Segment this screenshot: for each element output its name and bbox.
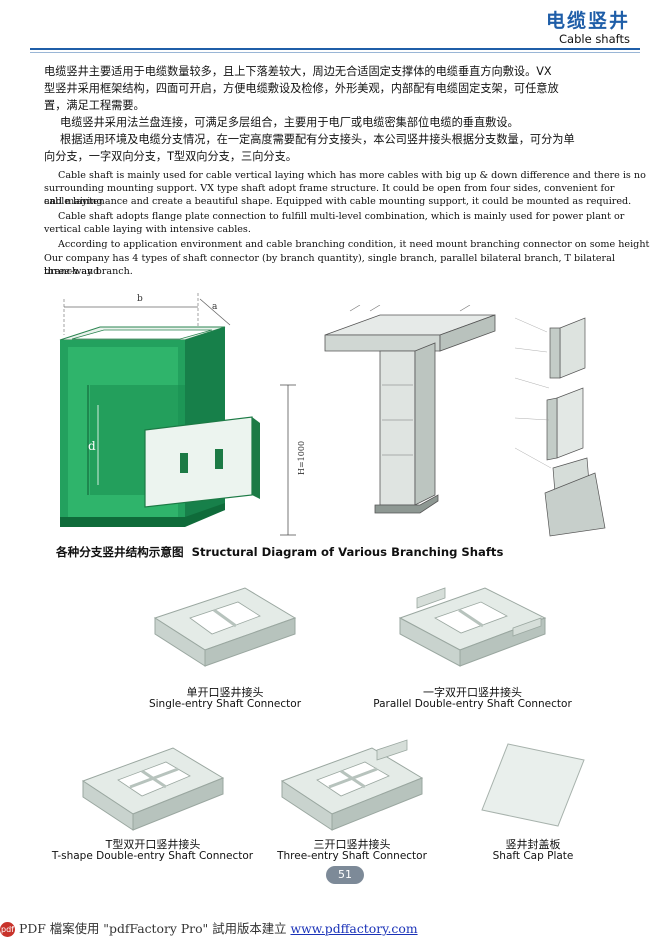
- section-caption-en: Structural Diagram of Various Branching …: [191, 545, 504, 559]
- connector-1-zh: 单开口竖井接头: [186, 686, 264, 699]
- connector-3-zh: T型双开口竖井接头: [105, 838, 201, 851]
- body-en-line1: Cable shaft is mainly used for cable ver…: [58, 170, 646, 181]
- single-entry-connector-image: [153, 587, 297, 667]
- header-divider-thin: [30, 52, 640, 53]
- body-en-line8: three-way branch.: [44, 266, 133, 277]
- shaft-cap-plate-image: [481, 743, 585, 827]
- body-en-line3: and maintenance and create a beautiful s…: [44, 196, 632, 207]
- three-entry-connector-image: [280, 739, 424, 831]
- connector-2-en: Parallel Double-entry Shaft Connector: [373, 698, 572, 710]
- parallel-double-entry-connector-image: [398, 587, 547, 667]
- connector-4-zh: 三开口竖井接头: [313, 838, 391, 851]
- page-title-zh: 电缆竖井: [545, 10, 630, 32]
- footer-link[interactable]: www.pdffactory.com: [290, 921, 418, 936]
- body-en-line7: Our company has 4 types of shaft connect…: [44, 253, 615, 277]
- connector-2-zh: 一字双开口竖井接头: [423, 686, 522, 699]
- connector-4-en: Three-entry Shaft Connector: [277, 850, 427, 862]
- page-number: 51: [326, 866, 364, 884]
- body-zh-p3-line2: 向分支，一字双向分支，T型双向分支，三向分支。: [44, 150, 297, 163]
- header-divider: [30, 48, 640, 50]
- dim-h-label: H=1000: [297, 441, 306, 475]
- body-en-line2: surrounding mounting support. VX type sh…: [44, 183, 615, 207]
- dim-b-label: b: [137, 294, 143, 304]
- body-en-line4: Cable shaft adopts flange plate connecti…: [58, 211, 625, 222]
- t-shape-double-entry-connector-image: [81, 747, 225, 831]
- body-en-line6: According to application environment and…: [58, 239, 650, 250]
- body-zh-p1-line1: 电缆竖井主要适用于电缆数量较多，且上下落差较大，周边无合适固定支撑体的电缆垂直方…: [44, 65, 552, 78]
- footer: pdf PDF 檔案使用 "pdfFactory Pro" 試用版本建立 www.…: [0, 919, 418, 937]
- dim-a-label: a: [212, 302, 218, 312]
- shaft-illustration: b a d H=1000: [59, 293, 306, 536]
- connector-1-en: Single-entry Shaft Connector: [148, 698, 302, 710]
- connector-3-en: T-shape Double-entry Shaft Connector: [51, 850, 254, 862]
- section-caption: 各种分支竖井结构示意图 Structural Diagram of Variou…: [56, 544, 503, 560]
- dim-d-label: d: [88, 439, 96, 453]
- body-zh-p3-line1: 根据适用环境及电缆分支情况，在一定高度需要配有分支接头，本公司竖井接头根据分支数…: [60, 133, 575, 146]
- page-title-en: Cable shafts: [559, 32, 630, 46]
- exploded-connector-schematic: [514, 317, 606, 537]
- t-branch-schematic: [324, 305, 496, 514]
- footer-text: PDF 檔案使用 "pdfFactory Pro" 試用版本建立: [19, 921, 291, 936]
- connector-5-en: Shaft Cap Plate: [492, 850, 574, 862]
- body-zh-p1-line2: 型竖井采用框架结构，四面可开启，方便电缆敷设及检修，外形美观，内部配有电缆固定支…: [44, 82, 559, 95]
- body-zh-p1-line3: 置，满足工程需要。: [44, 99, 145, 112]
- body-en-line5: vertical cable laying with intensive cab…: [44, 224, 251, 235]
- connector-5-zh: 竖井封盖板: [505, 838, 561, 851]
- body-zh-p2: 电缆竖井采用法兰盘连接，可满足多层组合，主要用于电厂或电缆密集部位电缆的垂直敷设…: [60, 116, 519, 129]
- pdf-badge-icon: pdf: [0, 922, 15, 937]
- section-caption-zh: 各种分支竖井结构示意图: [56, 545, 184, 559]
